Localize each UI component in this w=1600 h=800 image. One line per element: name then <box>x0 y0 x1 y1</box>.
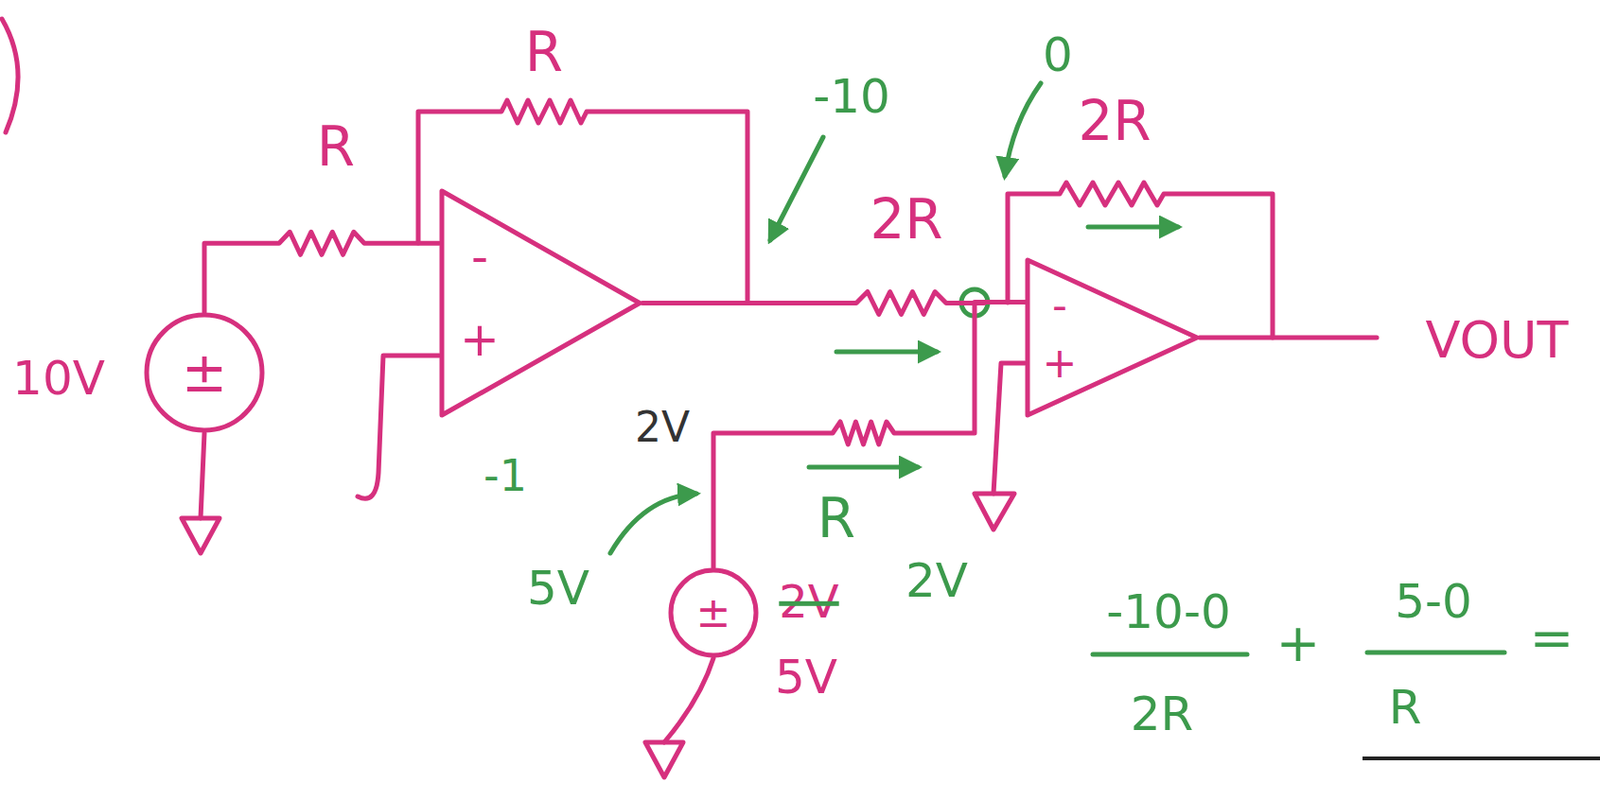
voltage-source: ± <box>668 567 759 659</box>
voltage-note: -1 <box>483 453 528 499</box>
annotation-arrow <box>610 493 697 554</box>
input-sign: + <box>1042 342 1078 385</box>
output-wire <box>1199 335 1377 341</box>
ground-wire <box>200 433 205 519</box>
op-amp-shape <box>441 191 640 416</box>
source-polarity: ± <box>181 345 229 401</box>
resistor-label: 2R <box>869 191 943 249</box>
input-sign: + <box>459 316 500 364</box>
input-sign: - <box>1052 284 1068 327</box>
voltage-note: -10 <box>812 71 891 123</box>
equation-term: 2R <box>1130 689 1195 740</box>
voltage-note: 2V <box>905 556 968 607</box>
resistor-wire <box>713 302 1025 568</box>
equation-term: 5-0 <box>1394 577 1473 628</box>
annotation-arrow <box>1004 83 1041 176</box>
source-value: 5V <box>774 652 838 704</box>
voltage-note: 0 <box>1042 30 1073 81</box>
resistor-label: R <box>817 490 856 548</box>
ground-symbol <box>645 742 684 778</box>
op-amp: -+ <box>1024 257 1200 419</box>
equation-term: R <box>1389 683 1423 734</box>
fraction-bar <box>1092 652 1248 658</box>
op-amp-outline <box>1024 257 1200 419</box>
input-sign: - <box>471 233 489 282</box>
green-annotations <box>610 83 1505 655</box>
voltage-source: ± <box>143 312 265 434</box>
voltage-note: 2V <box>634 405 690 450</box>
resistor-wire <box>642 292 1025 316</box>
feedback-resistor-wire <box>1007 182 1273 338</box>
source-polarity: ± <box>696 592 732 634</box>
current-arrow <box>836 350 937 355</box>
ground-wire <box>357 355 440 499</box>
ground-wire <box>993 363 1025 494</box>
voltage-note: 5V <box>527 563 590 615</box>
current-arrow <box>1088 225 1179 230</box>
op-amp-shape <box>1027 260 1197 416</box>
voltage-source-shape <box>670 570 757 656</box>
annotation-arrow <box>770 137 824 241</box>
source-value: 10V <box>12 353 106 405</box>
margin-arc <box>1 18 18 133</box>
resistor-wire <box>204 231 440 313</box>
equation-term: + <box>1276 615 1321 672</box>
voltage-source-shape <box>146 315 263 431</box>
resistor-label: R <box>316 118 355 176</box>
pink-wires <box>1 18 1377 778</box>
underline <box>1362 756 1600 761</box>
fraction-bar <box>1367 650 1505 656</box>
ground-symbol <box>181 518 220 554</box>
struck-value: 2V <box>778 578 839 626</box>
resistor-label: 2R <box>1077 92 1151 151</box>
op-amp: -+ <box>439 188 643 419</box>
op-amp-outline <box>439 188 643 419</box>
equation-term: = <box>1529 611 1575 668</box>
resistor-label: R <box>525 23 563 82</box>
equation-term: -10-0 <box>1106 587 1231 638</box>
output-name: VOUT <box>1424 314 1568 369</box>
ground-wire <box>664 658 714 743</box>
current-arrow <box>808 465 918 471</box>
ground-symbol <box>974 493 1015 530</box>
